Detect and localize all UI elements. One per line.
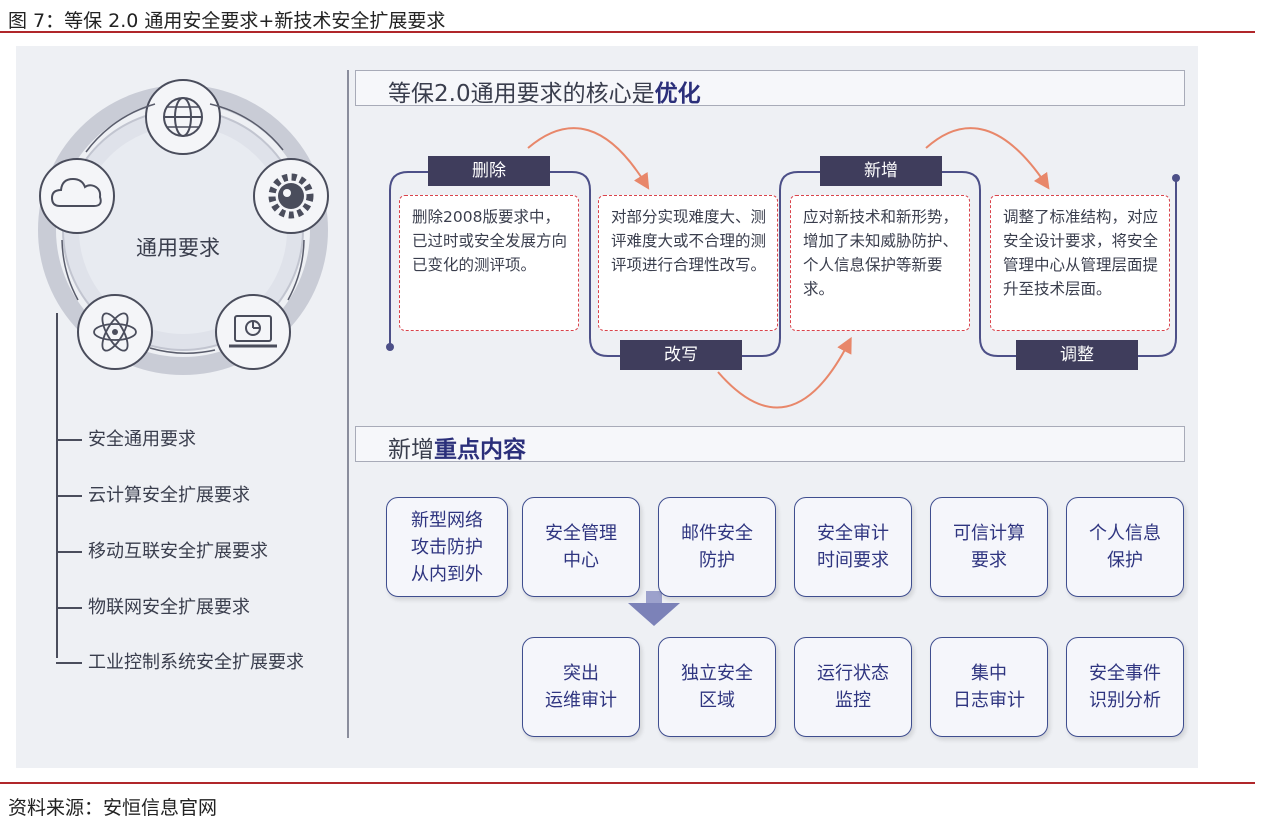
bottom-rule — [0, 782, 1255, 784]
figure-title: 图 7：等保 2.0 通用安全要求+新技术安全扩展要求 — [8, 10, 446, 32]
step-box-delete: 删除2008版要求中，已过时或安全发展方向已变化的测评项。 — [399, 195, 579, 331]
card: 可信计算 要求 — [930, 497, 1048, 597]
step-box-adjust: 调整了标准结构，对应安全设计要求，将安全管理中心从管理层面提升至技术层面。 — [990, 195, 1170, 331]
card: 集中 日志审计 — [930, 637, 1048, 737]
tag-add: 新增 — [820, 156, 942, 186]
vertical-divider — [347, 70, 349, 738]
top-rule — [0, 31, 1255, 33]
card: 个人信息 保护 — [1066, 497, 1184, 597]
card: 突出 运维审计 — [522, 637, 640, 737]
card: 新型网络 攻击防护 从内到外 — [386, 497, 508, 597]
card: 安全管理 中心 — [522, 497, 640, 597]
step-box-rewrite: 对部分实现难度大、测评难度大或不合理的测评项进行合理性改写。 — [598, 195, 778, 331]
cloud-icon — [39, 158, 115, 234]
gear-globe-icon — [253, 158, 329, 234]
source-note: 资料来源：安恒信息官网 — [8, 797, 218, 819]
tag-delete: 删除 — [428, 156, 550, 186]
list-item: 云计算安全扩展要求 — [56, 481, 250, 507]
list-item: 物联网安全扩展要求 — [56, 593, 250, 619]
section-header-new-content: 新增重点内容 — [355, 426, 1185, 463]
tag-rewrite: 改写 — [620, 340, 742, 370]
list-item: 工业控制系统安全扩展要求 — [56, 648, 304, 674]
card: 独立安全 区域 — [658, 637, 776, 737]
card: 邮件安全 防护 — [658, 497, 776, 597]
tree-line — [56, 313, 58, 658]
section-header-optimize: 等保2.0通用要求的核心是优化 — [355, 70, 1185, 107]
globe-icon — [145, 79, 221, 155]
card: 运行状态 监控 — [794, 637, 912, 737]
atom-icon — [77, 294, 153, 370]
step-box-add: 应对新技术和新形势，增加了未知威胁防护、个人信息保护等新要求。 — [790, 195, 970, 331]
card: 安全审计 时间要求 — [794, 497, 912, 597]
list-item: 移动互联安全扩展要求 — [56, 537, 268, 563]
list-item: 安全通用要求 — [56, 425, 196, 451]
monitor-chart-icon — [215, 294, 291, 370]
card: 安全事件 识别分析 — [1066, 637, 1184, 737]
tag-adjust: 调整 — [1016, 340, 1138, 370]
center-label: 通用要求 — [136, 236, 220, 260]
